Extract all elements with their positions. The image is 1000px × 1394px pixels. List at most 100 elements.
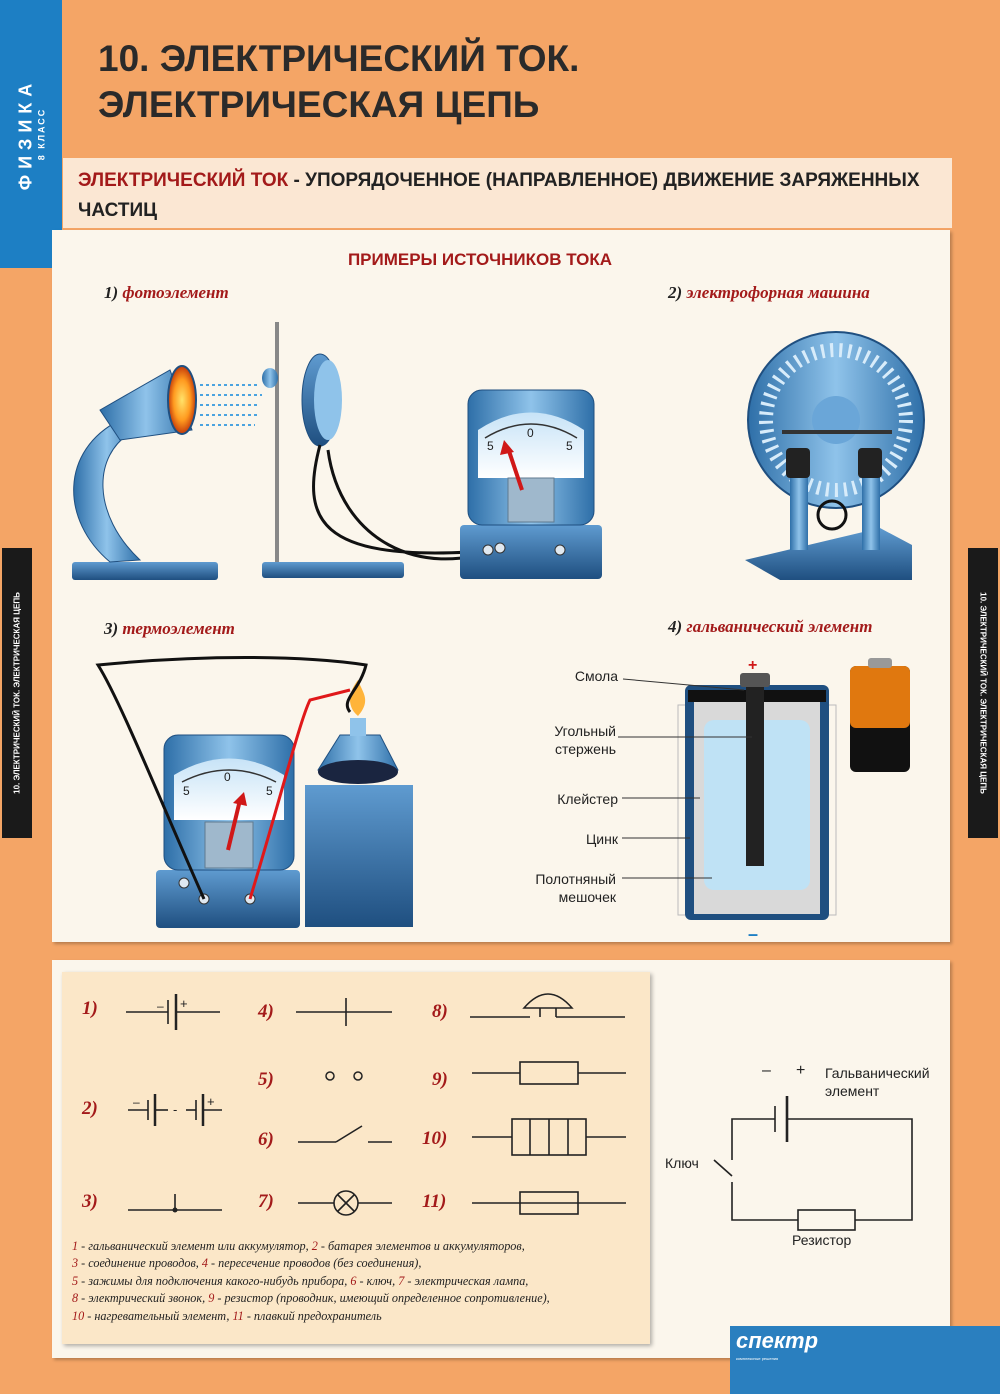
battery-illustration — [850, 658, 910, 772]
symbols-box — [62, 972, 650, 1344]
galvanic-cell-diagram — [677, 673, 837, 920]
symbol-number-7: 7) — [258, 1191, 274, 1212]
label-bag: Полотняный мешочек — [500, 870, 616, 906]
meter-scale-right: 5 — [566, 439, 573, 453]
legend-text: - гальванический элемент или аккумулятор… — [78, 1239, 312, 1253]
label-carbon-rod: Угольный стержень — [500, 722, 616, 758]
legend-text: - плавкий предохранитель — [243, 1308, 382, 1323]
symbol2-dash: - — [173, 1102, 177, 1117]
legend-text: - соединение проводов, — [78, 1256, 202, 1271]
caption-num: 1) — [104, 283, 119, 302]
publisher-tagline: комплексные решения — [736, 1356, 779, 1361]
caption-num: 4) — [668, 617, 683, 636]
legend-text: - пересечение проводов (без соединения), — [207, 1256, 422, 1271]
title-line-2: ЭЛЕКТРИЧЕСКАЯ ЦЕПЬ — [98, 84, 540, 125]
legend-key: 7 — [398, 1273, 405, 1288]
legend-line: 3 - соединение проводов, 4 - пересечение… — [72, 1255, 652, 1272]
legend-key: 10 — [72, 1308, 85, 1323]
meter-scale-left: 5 — [487, 439, 494, 453]
caption-name: электрофорная машина — [686, 283, 870, 302]
legend-text: - электрическая лампа, — [404, 1273, 529, 1288]
legend-line: 8 - электрический звонок, 9 - резистор (… — [72, 1290, 652, 1307]
caption-thermocouple: 3) термоэлемент — [104, 619, 235, 639]
circuit-cell-line2: элемент — [825, 1083, 880, 1099]
symbol-number-10: 10) — [422, 1128, 448, 1149]
examples-heading: ПРИМЕРЫ ИСТОЧНИКОВ ТОКА — [347, 250, 613, 269]
caption-galvanic-cell: 4) гальванический элемент — [668, 617, 872, 637]
symbol-drawings — [126, 993, 626, 1216]
symbol-number-4: 4) — [258, 1001, 274, 1022]
symbol-number-8: 8) — [432, 1001, 448, 1022]
legend-line: 10 - нагревательный элемент, 11 - плавки… — [72, 1308, 652, 1325]
label-resin: Смола — [574, 668, 618, 684]
meter-scale-mid: 0 — [527, 426, 534, 440]
galvanometer-1 — [460, 389, 602, 579]
legend-line: 1 - гальванический элемент или аккумулят… — [72, 1238, 652, 1255]
electrophorus-illustration — [745, 331, 925, 580]
legend-key: 8 — [72, 1291, 79, 1306]
legend-key: 4 — [201, 1256, 208, 1271]
legend-text: - электрический звонок, — [78, 1291, 209, 1306]
publisher-block: спектр комплексные решения — [730, 1326, 1000, 1394]
label-paste: Клейстер — [557, 791, 618, 807]
page-title: 10. ЭЛЕКТРИЧЕСКИЙ ТОК. ЭЛЕКТРИЧЕСКАЯ ЦЕП… — [98, 36, 579, 128]
definition-body: - УПОРЯДОЧЕННОЕ (НАПРАВЛЕННОЕ) ДВИЖЕНИЕ … — [78, 170, 920, 221]
circuit-cell-label: Гальванический элемент — [825, 1064, 930, 1100]
symbol-legend: 1 - гальванический элемент или аккумулят… — [72, 1238, 652, 1325]
symbol-number-3: 3) — [82, 1191, 98, 1212]
definition-term: ЭЛЕКТРИЧЕСКИЙ ТОК — [78, 170, 289, 191]
symbol-number-6: 6) — [258, 1129, 274, 1150]
circuit-resistor-label: Резистор — [792, 1232, 852, 1248]
circuit-cell-line1: Гальванический — [825, 1065, 930, 1081]
lamp-illustration — [72, 365, 218, 580]
caption-name: фотоэлемент — [122, 283, 229, 302]
circuit-minus: – — [762, 1062, 771, 1079]
circuit-key-label: Ключ — [665, 1155, 699, 1171]
definition-text: ЭЛЕКТРИЧЕСКИЙ ТОК - УПОРЯДОЧЕННОЕ (НАПРА… — [78, 166, 938, 226]
symbol2-plus: + — [207, 1094, 215, 1109]
legend-text: - нагревательный элемент, — [84, 1308, 233, 1323]
legend-key: 9 — [208, 1291, 215, 1306]
spine-label-right: 10. ЭЛЕКТРИЧЕСКИЙ ТОК. ЭЛЕКТРИЧЕСКАЯ ЦЕП… — [968, 548, 998, 838]
symbol1-plus: + — [180, 996, 188, 1011]
legend-text: - зажимы для подключения какого-нибудь п… — [78, 1273, 351, 1288]
thermocouple-illustration — [95, 656, 413, 928]
photocell-illustration — [262, 322, 501, 578]
meter2-scale-left: 5 — [183, 784, 190, 798]
legend-text: - ключ, — [356, 1273, 399, 1288]
caption-name: термоэлемент — [122, 619, 235, 638]
light-rays — [200, 384, 262, 426]
legend-line: 5 - зажимы для подключения какого-нибудь… — [72, 1273, 652, 1290]
caption-num: 2) — [668, 283, 683, 302]
symbol-number-1: 1) — [82, 998, 98, 1019]
legend-key: 11 — [232, 1308, 244, 1323]
definition-box: ЭЛЕКТРИЧЕСКИЙ ТОК - УПОРЯДОЧЕННОЕ (НАПРА… — [63, 158, 952, 228]
legend-key: 1 — [72, 1239, 79, 1253]
legend-text: - резистор (проводник, имеющий определен… — [214, 1291, 550, 1306]
cell-plus: + — [748, 657, 757, 674]
legend-key: 2 — [311, 1239, 318, 1253]
symbol2-minus: – — [133, 1095, 140, 1109]
cell-leader-lines — [618, 678, 752, 879]
label-zinc: Цинк — [585, 831, 618, 847]
label-carbon-line1: Угольный — [554, 723, 616, 739]
subject-tab: ФИЗИКА 8 КЛАСС — [0, 0, 62, 268]
symbol-number-9: 9) — [432, 1069, 448, 1090]
title-line-1: 10. ЭЛЕКТРИЧЕСКИЙ ТОК. — [98, 38, 580, 79]
caption-photocell: 1) фотоэлемент — [104, 283, 229, 303]
symbol-number-11: 11) — [422, 1191, 447, 1212]
symbol1-minus: – — [157, 999, 164, 1013]
label-bag-line1: Полотняный — [535, 871, 616, 887]
publisher-logo: спектр — [736, 1328, 819, 1353]
label-carbon-line2: стержень — [554, 741, 616, 757]
legend-key: 6 — [350, 1273, 357, 1288]
legend-text: - батарея элементов и аккумуляторов, — [317, 1239, 525, 1253]
meter2-scale-mid: 0 — [224, 770, 231, 784]
legend-key: 3 — [72, 1256, 79, 1271]
spine-label-left: 10. ЭЛЕКТРИЧЕСКИЙ ТОК. ЭЛЕКТРИЧЕСКАЯ ЦЕП… — [2, 548, 32, 838]
legend-key: 5 — [72, 1273, 79, 1288]
symbol-number-5: 5) — [258, 1069, 274, 1090]
symbol-number-2: 2) — [82, 1098, 98, 1119]
caption-electrophorus: 2) электрофорная машина — [668, 283, 870, 303]
